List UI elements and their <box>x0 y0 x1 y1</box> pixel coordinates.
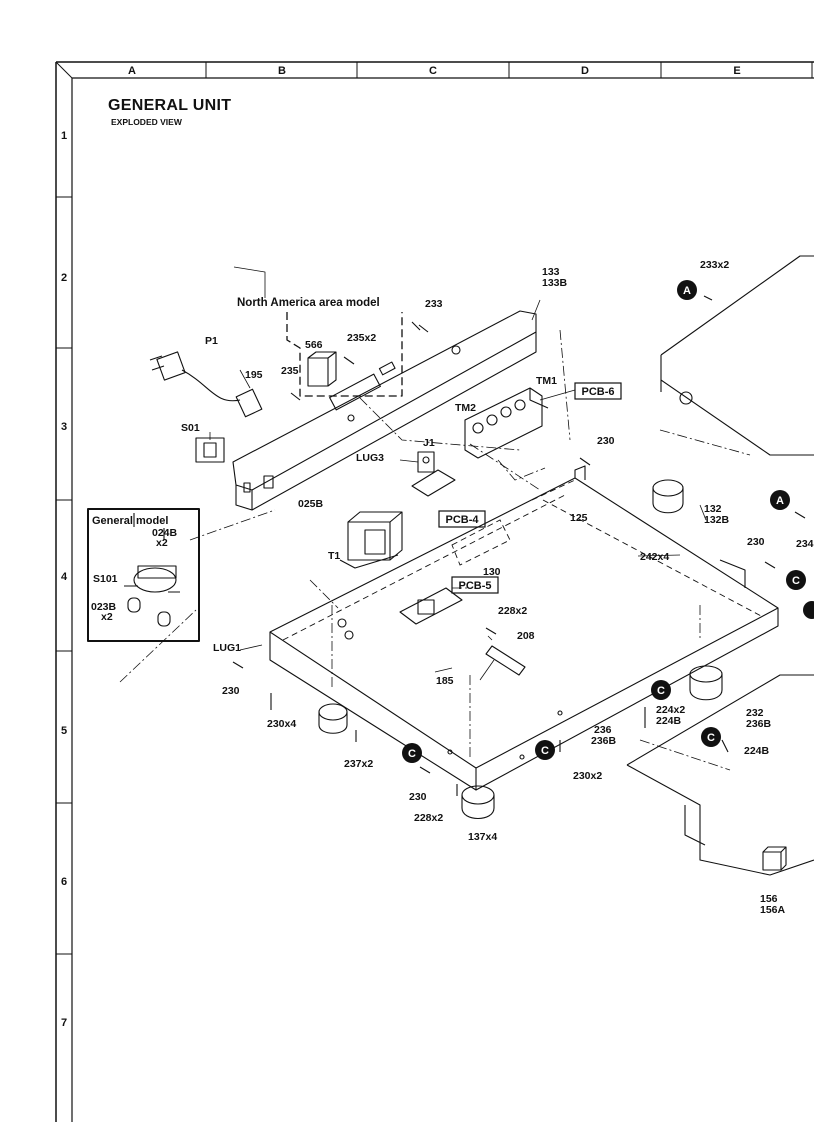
pcb-callouts <box>438 382 622 594</box>
label-208: 208 <box>517 630 535 642</box>
row-label-2: 2 <box>61 272 67 284</box>
label-132: 132 <box>704 503 722 515</box>
reference-markers: A A C C C C C <box>402 280 814 763</box>
label-x2-b: x2 <box>101 611 113 623</box>
sheet-subtitle: EXPLODED VIEW <box>111 117 182 127</box>
label-156a: 156A <box>760 904 786 916</box>
label-230-right: 230 <box>747 536 765 548</box>
label-137x4: 137x4 <box>468 831 497 843</box>
label-232: 232 <box>746 707 764 719</box>
drawing-linework <box>87 255 814 876</box>
marker-c-right: C <box>792 575 800 587</box>
pcb4-label: PCB-4 <box>445 514 479 526</box>
row-label-6: 6 <box>61 876 67 888</box>
marker-a-right: A <box>776 495 784 507</box>
label-224b-right: 224B <box>744 745 770 757</box>
grid-column-labels: A B C D E <box>128 65 741 77</box>
label-233: 233 <box>425 298 443 310</box>
label-132b: 132B <box>704 514 730 526</box>
label-237x2: 237x2 <box>344 758 373 770</box>
row-label-1: 1 <box>61 130 67 142</box>
label-230-left: 230 <box>222 685 240 697</box>
column-label-d: D <box>581 65 589 77</box>
drawing-frame <box>55 61 814 1122</box>
label-195: 195 <box>245 369 263 381</box>
column-label-a: A <box>128 65 136 77</box>
marker-c-232: C <box>707 732 715 744</box>
chassis-dashed-edges <box>282 479 764 641</box>
row-label-3: 3 <box>61 421 67 433</box>
column-label-c: C <box>429 65 437 77</box>
label-233x2: 233x2 <box>700 259 729 271</box>
row-label-5: 5 <box>61 725 67 737</box>
row-label-4: 4 <box>61 571 68 583</box>
label-130: 130 <box>483 566 501 578</box>
label-224x2: 224x2 <box>656 704 685 716</box>
label-235x2: 235x2 <box>347 332 376 344</box>
label-133: 133 <box>542 266 560 278</box>
label-236b-right: 236B <box>746 718 772 730</box>
column-label-e: E <box>733 65 740 77</box>
label-tm1: TM1 <box>536 375 557 387</box>
general-model-label: General model <box>92 515 168 527</box>
label-023b: 023B <box>91 601 117 613</box>
row-label-7: 7 <box>61 1017 67 1029</box>
label-133b: 133B <box>542 277 568 289</box>
label-tm2: TM2 <box>455 402 476 414</box>
label-s101: S101 <box>93 573 118 585</box>
label-s01: S01 <box>181 422 200 434</box>
label-230-bottom: 230 <box>409 791 427 803</box>
label-235: 235 <box>281 365 299 377</box>
label-224b: 224B <box>656 715 682 727</box>
label-228x2-bottom: 228x2 <box>414 812 443 824</box>
marker-c-230x2: C <box>541 745 549 757</box>
label-230-top: 230 <box>597 435 615 447</box>
label-230x2: 230x2 <box>573 770 602 782</box>
assembly-guide-lines <box>119 329 751 771</box>
label-156: 156 <box>760 893 778 905</box>
part-labels: P1 195 S01 566 235x2 235 233 133 133B TM… <box>91 259 814 916</box>
label-236b: 236B <box>591 735 617 747</box>
label-024b: 024B <box>152 527 178 539</box>
label-p1: P1 <box>205 335 218 347</box>
label-lug3: LUG3 <box>356 452 384 464</box>
label-x2-a: x2 <box>156 537 168 549</box>
label-025b: 025B <box>298 498 324 510</box>
column-label-b: B <box>278 65 286 77</box>
pcb5-label: PCB-5 <box>458 580 491 592</box>
grid-row-labels: 1 2 3 4 5 6 7 <box>61 130 68 1029</box>
label-242x4: 242x4 <box>640 551 669 563</box>
label-234: 234 <box>796 538 814 550</box>
label-lug1: LUG1 <box>213 642 241 654</box>
north-america-label: North America area model <box>237 297 380 309</box>
marker-a-top: A <box>683 285 691 297</box>
label-228x2: 228x2 <box>498 605 527 617</box>
label-566: 566 <box>305 339 323 351</box>
label-230x4: 230x4 <box>267 718 296 730</box>
label-236: 236 <box>594 724 612 736</box>
marker-c-224: C <box>657 685 665 697</box>
label-t1: T1 <box>328 550 340 562</box>
pcb6-label: PCB-6 <box>581 386 614 398</box>
label-j1: J1 <box>423 437 435 449</box>
screw-marks <box>133 295 806 796</box>
marker-c-230: C <box>408 748 416 760</box>
label-185: 185 <box>436 675 454 687</box>
sheet-title: GENERAL UNIT <box>108 97 232 114</box>
label-125: 125 <box>570 512 588 524</box>
